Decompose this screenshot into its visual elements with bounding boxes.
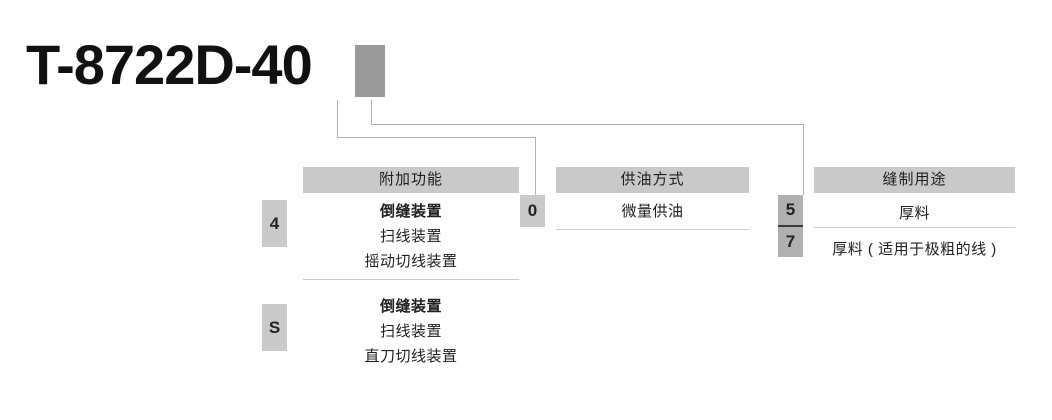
code-badge-5: 5 — [785, 200, 796, 219]
row-line: 厚料 ( 适用于极粗的线 ) — [832, 241, 997, 258]
connector-line-right-horizontal — [371, 124, 804, 125]
connector-line-middle-drop-top — [337, 100, 338, 137]
row-code-0: 微量供油 — [556, 193, 749, 224]
column-header-sewing-purpose: 缝制用途 — [814, 167, 1015, 193]
row-line: 摇动切线装置 — [364, 253, 458, 270]
column-lubrication-method: 供油方式 0 微量供油 — [520, 167, 749, 230]
row-line: 微量供油 — [621, 203, 684, 220]
model-code-slot-block — [355, 45, 385, 97]
row-body-code-s: 倒缝装置 扫线装置 直刀切线装置 — [303, 288, 519, 369]
page-title: T-8722D-40 — [26, 33, 313, 96]
row-line: 直刀切线装置 — [364, 348, 458, 365]
row-line: 厚料 — [898, 205, 930, 222]
code-badge-0: 0 — [520, 195, 545, 227]
row-code-7: 厚料 ( 适用于极粗的线 ) — [814, 229, 1015, 265]
row-divider — [814, 227, 1015, 228]
row-body-code-0: 微量供油 — [556, 193, 749, 224]
connector-line-middle-drop-bottom — [535, 137, 536, 195]
code-badge-stack: 5 7 — [778, 195, 803, 257]
connector-line-right-drop-bottom — [803, 124, 804, 195]
row-line: 倒缝装置 — [379, 203, 442, 220]
row-line: 扫线装置 — [379, 323, 442, 340]
code-badge-separator — [778, 225, 803, 227]
column-additional-functions: 附加功能 4 倒缝装置 扫线装置 摇动切线装置 S 倒缝装置 扫线装置 直刀切线… — [262, 167, 519, 369]
connector-line-right-drop-top — [371, 100, 372, 124]
row-line: 倒缝装置 — [379, 298, 442, 315]
connector-line-middle-horizontal — [337, 137, 536, 138]
code-badge-s: S — [262, 304, 287, 351]
column-header-additional-functions: 附加功能 — [303, 167, 519, 193]
row-line: 扫线装置 — [379, 228, 442, 245]
row-code-4: 倒缝装置 扫线装置 摇动切线装置 — [303, 193, 519, 274]
column-sewing-purpose: 缝制用途 5 7 厚料 厚料 ( 适用于极粗的线 ) — [778, 167, 1015, 265]
code-badge-7: 7 — [785, 232, 796, 251]
column-header-lubrication-method: 供油方式 — [556, 167, 749, 193]
row-body-code-7: 厚料 ( 适用于极粗的线 ) — [814, 229, 1015, 265]
row-code-s: 倒缝装置 扫线装置 直刀切线装置 — [303, 288, 519, 369]
code-badge-4: 4 — [262, 200, 287, 247]
row-divider — [303, 279, 519, 280]
row-body-code-4: 倒缝装置 扫线装置 摇动切线装置 — [303, 193, 519, 274]
row-divider — [556, 229, 749, 230]
row-code-5: 厚料 — [814, 193, 1015, 228]
row-body-code-5: 厚料 — [814, 193, 1015, 228]
